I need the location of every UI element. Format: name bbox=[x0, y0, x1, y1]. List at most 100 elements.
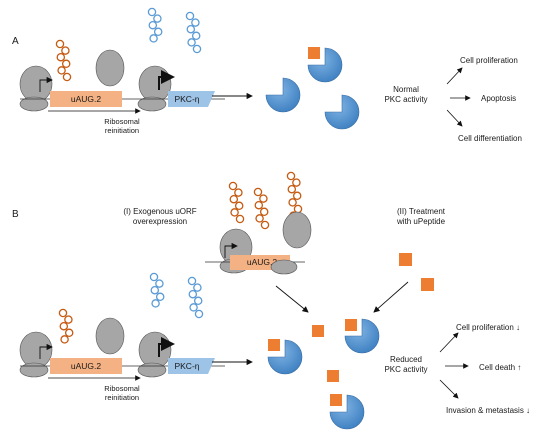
converge-arrow-icon bbox=[373, 281, 409, 313]
converge-arrow-icon bbox=[275, 285, 309, 313]
amino-acid-bead bbox=[292, 178, 301, 187]
amino-acid-bead bbox=[188, 289, 198, 299]
amino-acid-bead bbox=[191, 31, 201, 41]
reinitiation-label: Ribosomal bbox=[104, 117, 140, 126]
amino-acid-bead bbox=[149, 34, 158, 43]
amino-acid-bead bbox=[292, 191, 302, 201]
reinitiation-label: Ribosomal bbox=[104, 384, 140, 393]
start-arrow-icon bbox=[39, 343, 53, 359]
upeptide-icon bbox=[327, 370, 339, 382]
amino-acid-bead bbox=[235, 214, 245, 224]
amino-acid-bead bbox=[155, 279, 164, 288]
uorf-box: uAUG.2 bbox=[50, 91, 122, 107]
start-arrow-icon bbox=[224, 242, 238, 258]
uorf-peptide-chain-icon bbox=[228, 181, 245, 224]
amino-acid-bead bbox=[55, 39, 65, 49]
ribosome-icon bbox=[137, 65, 172, 112]
amino-acid-bead bbox=[60, 335, 69, 344]
uorf-label: uAUG.2 bbox=[71, 361, 102, 371]
amino-acid-bead bbox=[189, 303, 198, 312]
ribosome-free-icon bbox=[95, 49, 125, 87]
amino-acid-bead bbox=[288, 198, 297, 207]
outcome-label: Cell proliferation bbox=[460, 56, 518, 65]
pkc-protein-icon bbox=[265, 77, 301, 113]
amino-acid-bead bbox=[62, 72, 72, 82]
pkc-protein-icon bbox=[324, 94, 360, 130]
exogenous-label: (I) Exogenous uORF bbox=[123, 207, 196, 216]
amino-acid-bead bbox=[229, 194, 239, 204]
amino-acid-bead bbox=[228, 181, 238, 191]
start-arrow-icon bbox=[158, 337, 175, 357]
upeptide-icon bbox=[421, 278, 434, 291]
amino-acid-bead bbox=[230, 208, 239, 217]
amino-acid-bead bbox=[255, 214, 264, 223]
amino-acid-bead bbox=[59, 321, 69, 331]
amino-acid-bead bbox=[155, 292, 165, 302]
outcome-label: Cell death ↑ bbox=[479, 363, 521, 372]
pkc-label: PKC-η bbox=[174, 361, 199, 371]
upeptide-bound-icon bbox=[330, 394, 342, 406]
amino-acid-bead bbox=[149, 272, 159, 282]
uorf-label: uAUG.2 bbox=[247, 257, 278, 267]
amino-acid-bead bbox=[147, 7, 157, 17]
amino-acid-bead bbox=[293, 204, 303, 214]
ribosome-icon bbox=[19, 331, 53, 378]
uorf-box: uAUG.2 bbox=[50, 358, 122, 374]
outcome-arrow-icon bbox=[446, 109, 463, 127]
amino-acid-bead bbox=[151, 299, 160, 308]
upeptide-icon bbox=[399, 253, 412, 266]
uorf-peptide-chain-icon bbox=[55, 39, 72, 82]
treatment-label-2: with uPeptide bbox=[396, 217, 446, 226]
outcome-label: Invasion & metastasis ↓ bbox=[446, 406, 530, 415]
pkc-peptide-chain-icon bbox=[149, 272, 165, 308]
activity-label-2: PKC activity bbox=[384, 365, 427, 374]
amino-acid-bead bbox=[234, 201, 244, 211]
amino-acid-bead bbox=[64, 328, 74, 338]
amino-acid-bead bbox=[254, 200, 264, 210]
panel-b-label: B bbox=[12, 209, 19, 220]
amino-acid-bead bbox=[259, 207, 269, 217]
outcome-arrow-icon bbox=[439, 379, 459, 399]
reinitiation-label-2: reinitiation bbox=[105, 393, 139, 402]
ribosome-icon bbox=[19, 65, 53, 112]
uorf-peptide-chain-icon bbox=[253, 187, 270, 230]
upeptide-bound-icon bbox=[268, 339, 280, 351]
uorf-peptide-chain-icon bbox=[58, 308, 74, 344]
outcome-arrow-icon bbox=[439, 332, 459, 353]
uorf-label: uAUG.2 bbox=[71, 94, 102, 104]
amino-acid-bead bbox=[187, 276, 197, 286]
amino-acid-bead bbox=[193, 296, 203, 306]
start-arrow-icon bbox=[158, 70, 175, 90]
activity-label: Reduced bbox=[390, 355, 422, 364]
pkc-peptide-chain-icon bbox=[187, 276, 204, 319]
pkc-peptide-chain-icon bbox=[185, 11, 202, 54]
amino-acid-bead bbox=[153, 27, 163, 37]
amino-acid-bead bbox=[57, 66, 66, 75]
amino-acid-bead bbox=[191, 18, 200, 27]
amino-acid-bead bbox=[185, 11, 195, 21]
reinitiation-label-2: reinitiation bbox=[105, 126, 139, 135]
amino-acid-bead bbox=[153, 14, 162, 23]
pkc-box: PKC-η bbox=[168, 91, 215, 107]
amino-acid-bead bbox=[186, 24, 196, 34]
amino-acid-bead bbox=[192, 44, 202, 54]
amino-acid-bead bbox=[150, 285, 160, 295]
amino-acid-bead bbox=[259, 194, 268, 203]
amino-acid-bead bbox=[286, 171, 296, 181]
amino-acid-bead bbox=[187, 38, 196, 47]
outcome-label: Cell differentiation bbox=[458, 134, 522, 143]
pkc-label: PKC-η bbox=[174, 94, 199, 104]
pkc-box: PKC-η bbox=[168, 358, 215, 374]
activity-label: Normal bbox=[393, 85, 419, 94]
pkc-peptide-chain-icon bbox=[147, 7, 163, 43]
ribosome-icon bbox=[137, 331, 172, 378]
amino-acid-bead bbox=[194, 309, 204, 319]
outcome-label: Cell proliferation ↓ bbox=[456, 323, 520, 332]
amino-acid-bead bbox=[193, 283, 202, 292]
outcome-label: Apoptosis bbox=[481, 94, 516, 103]
upeptide-bound-icon bbox=[345, 319, 357, 331]
amino-acid-bead bbox=[61, 59, 71, 69]
treatment-label: (II) Treatment bbox=[397, 207, 446, 216]
amino-acid-bead bbox=[260, 220, 270, 230]
ribosome-free-icon bbox=[282, 211, 312, 249]
